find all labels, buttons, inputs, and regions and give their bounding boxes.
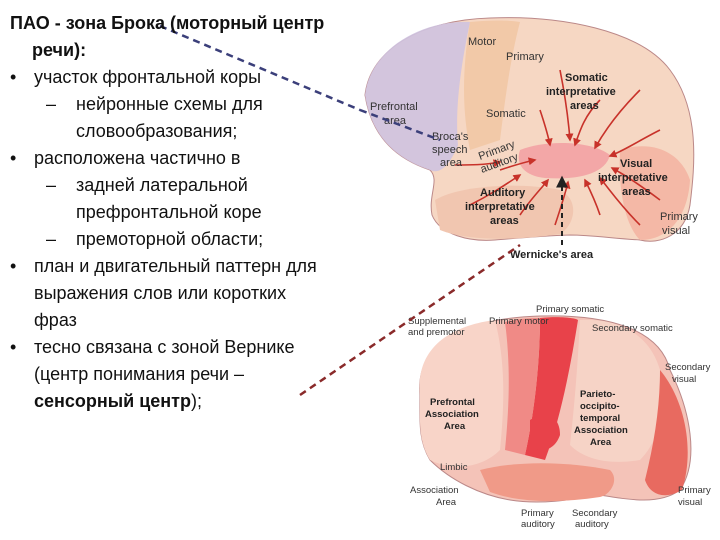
- label-visual-interp-3: areas: [622, 186, 651, 198]
- label-primary: Primary: [506, 51, 544, 63]
- label-prefrontal-assoc-3: Area: [444, 421, 466, 432]
- label-somatic: Somatic: [486, 108, 526, 120]
- label-primary-somatic: Primary somatic: [536, 304, 604, 315]
- label-visual-interp-2: interpretative: [598, 172, 668, 184]
- bullet-4-cont-1: (центр понимания речи –: [34, 364, 245, 384]
- label-primary-motor: Primary motor: [489, 316, 549, 327]
- label-limbic-3: Area: [436, 497, 457, 508]
- label-primary-visual-b-2: visual: [678, 497, 702, 508]
- bullet-3: план и двигательный паттерн для: [10, 253, 390, 280]
- label-broca-2: speech: [432, 144, 467, 156]
- label-visual-interp-1: Visual: [620, 158, 652, 170]
- bullet-4-cont-2: сенсорный центр);: [10, 388, 390, 415]
- label-primary-auditory-b-1: Primary: [521, 508, 554, 519]
- label-prefrontal-assoc-1: Prefrontal: [430, 397, 475, 408]
- label-supplemental-1: Supplemental: [408, 316, 466, 327]
- label-auditory-interp-1: Auditory: [480, 187, 526, 199]
- label-primary-auditory-b-2: auditory: [521, 519, 555, 530]
- label-parieto-5: Area: [590, 437, 612, 448]
- bullet-1-sub-1: нейронные схемы для: [10, 91, 390, 118]
- label-somatic-interp-3: areas: [570, 100, 599, 112]
- sensory-center-term: сенсорный центр: [34, 391, 191, 411]
- bullet-4-tail: );: [190, 391, 202, 411]
- label-primary-visual-b-1: Primary: [678, 485, 711, 496]
- label-wernicke: Wernicke's area: [510, 249, 594, 261]
- brain-top: Motor Primary Somatic interpretative are…: [364, 17, 698, 261]
- label-secondary-auditory-2: auditory: [575, 519, 609, 530]
- bullet-2-sub-2: премоторной области;: [10, 226, 390, 253]
- label-parieto-2: occipito-: [580, 401, 620, 412]
- label-broca-3: area: [440, 157, 463, 169]
- label-parieto-3: temporal: [580, 413, 620, 424]
- label-somatic-interp-2: interpretative: [546, 86, 616, 98]
- label-auditory-interp-2: interpretative: [465, 201, 535, 213]
- label-supplemental-2: and premotor: [408, 327, 465, 338]
- label-secondary-visual-1: Secondary: [665, 362, 711, 373]
- slide-text: ПАО - зона Брока (моторный центр речи): …: [10, 10, 390, 415]
- label-prefrontal-2: area: [384, 115, 407, 127]
- slide-title: ПАО - зона Брока (моторный центр: [10, 13, 325, 33]
- slide-title-cont: речи):: [32, 40, 87, 60]
- bullet-2-sub-1: задней латеральной: [10, 172, 390, 199]
- bullet-2: расположена частично в: [10, 145, 390, 172]
- label-prefrontal-assoc-2: Association: [425, 409, 479, 420]
- bullet-3-cont-2: фраз: [34, 310, 77, 330]
- brain-association-areas: Supplemental and premotor Primary motor …: [408, 304, 711, 530]
- bullet-2-sub-1-cont: префронтальной коре: [76, 202, 262, 222]
- bullet-3-cont-1: выражения слов или коротких: [34, 283, 287, 303]
- label-secondary-visual-2: visual: [672, 374, 696, 385]
- label-parieto-4: Association: [574, 425, 628, 436]
- label-secondary-somatic: Secondary somatic: [592, 323, 673, 334]
- label-broca-1: Broca's: [432, 131, 469, 143]
- bullet-1-sub-1-cont: словообразования;: [76, 121, 238, 141]
- label-limbic-2: Association: [410, 485, 459, 496]
- label-secondary-auditory-1: Secondary: [572, 508, 618, 519]
- label-parieto-1: Parieto-: [580, 389, 615, 400]
- label-auditory-interp-3: areas: [490, 215, 519, 227]
- label-primary-visual-1: Primary: [660, 211, 698, 223]
- bullet-1: участок фронтальной коры: [10, 64, 390, 91]
- bullet-4: тесно связана с зоной Вернике: [10, 334, 390, 361]
- pointer-wernicke: [299, 243, 521, 397]
- label-primary-visual-2: visual: [662, 225, 690, 237]
- label-somatic-interp-1: Somatic: [565, 72, 608, 84]
- label-motor: Motor: [468, 36, 496, 48]
- label-limbic-1: Limbic: [440, 462, 468, 473]
- association-arrows: [454, 69, 661, 226]
